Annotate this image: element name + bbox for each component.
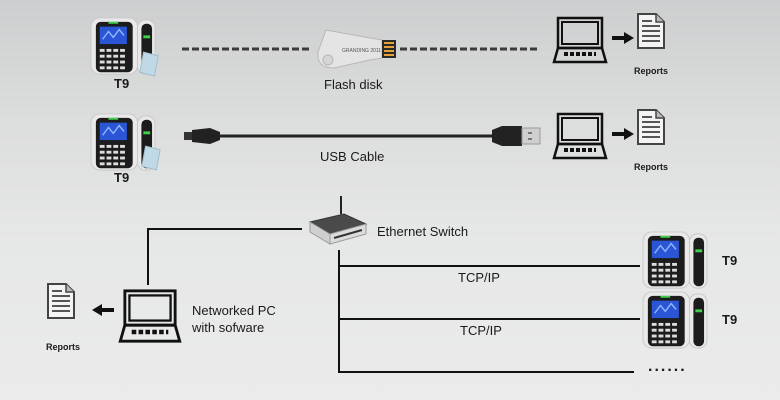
usb-cable-icon — [184, 126, 541, 146]
laptop-icon — [118, 288, 182, 344]
ethernet-switch-icon — [308, 213, 368, 245]
reports-label: Reports — [46, 342, 81, 352]
t9-device-icon — [640, 230, 710, 292]
pc-label-line1: Networked PC — [192, 303, 276, 318]
protocol-label: TCP/IP — [458, 270, 500, 285]
reports-label: Reports — [634, 162, 669, 172]
flash-brand-text: GRANDING 2011 — [342, 48, 381, 54]
report-doc-icon — [46, 282, 76, 320]
device-label: T9 — [114, 170, 130, 185]
more-devices-indicator: ...... — [648, 358, 687, 375]
switch-label: Ethernet Switch — [377, 224, 469, 239]
device-label: T9 — [114, 76, 130, 91]
device-label: T9 — [722, 253, 738, 268]
dashed-link — [182, 47, 540, 51]
arrow-left-icon — [92, 304, 114, 316]
arrow-right-icon — [612, 32, 634, 44]
protocol-label: TCP/IP — [460, 323, 502, 338]
device-label: T9 — [722, 312, 738, 327]
flash-disk-icon: GRANDING 2011 — [317, 29, 396, 69]
t9-device-icon — [640, 290, 710, 352]
arrow-right-icon — [612, 128, 634, 140]
medium-label: USB Cable — [320, 149, 385, 164]
pc-label-line2: with sofware — [192, 320, 265, 335]
medium-label: Flash disk — [324, 77, 383, 92]
reports-label: Reports — [634, 66, 669, 76]
